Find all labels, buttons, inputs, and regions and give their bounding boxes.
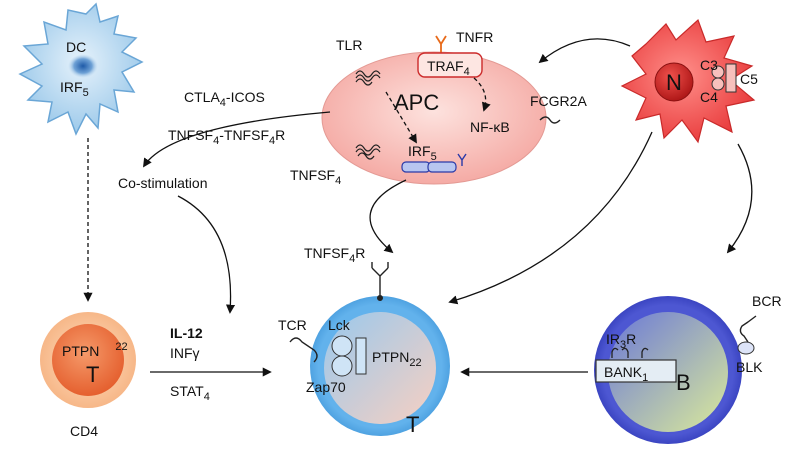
- traf4-to-nfkb-arrow: [473, 77, 491, 112]
- il12-label: IL-12: [170, 325, 203, 341]
- c5-box: [725, 63, 737, 93]
- cd4-label: CD4: [70, 423, 98, 439]
- fcgr2a-label: FCGR2A: [530, 93, 587, 109]
- dendritic-cell: DC IRF5: [18, 2, 144, 136]
- ir3r-receptor-icon: [611, 347, 649, 358]
- blk-label: BLK: [736, 359, 763, 375]
- tnfr-label: TNFR: [456, 29, 493, 45]
- apc-to-costim-arrow: [143, 111, 331, 168]
- apc-to-tcell-arrow: [369, 179, 407, 254]
- c4-circle: [711, 77, 725, 91]
- zap70-label: Zap70: [306, 379, 346, 395]
- traf4-label: TRAF4: [427, 58, 470, 78]
- ir3r-label: IR3R: [606, 331, 636, 351]
- ctla4-icos-label: CTLA4-ICOS: [184, 89, 265, 109]
- neutrophil-to-tcell-arrow: [448, 131, 653, 305]
- lck-label: Lck: [328, 317, 351, 333]
- cd4-t-letter: T: [86, 362, 99, 387]
- tlr-receptor-icon: [355, 70, 381, 86]
- tnfsf4-tnfsf4r-label: TNFSF4-TNFSF4R: [168, 127, 285, 147]
- dendritic-cell-nucleus: [68, 54, 98, 78]
- neutrophil-label: N: [666, 70, 682, 95]
- neutrophil-nucleus: [654, 62, 694, 102]
- t-cell-inner: [324, 312, 436, 424]
- t-cell: T TNFSF4R TCR Lck Zap70 PTPN22: [278, 245, 450, 437]
- zap70-circle: [331, 355, 353, 377]
- apc-irf5-label: IRF5: [408, 143, 437, 163]
- bank1-box: [595, 359, 677, 383]
- irf5-dimer-right: [427, 161, 457, 173]
- tlr-to-irf5-arrow: [385, 91, 417, 144]
- cd4-cell-inner: [52, 324, 124, 396]
- tlr-label: TLR: [336, 37, 362, 53]
- tnfsf4r-receptor-icon: [371, 262, 389, 296]
- stat4-label: STAT4: [170, 383, 210, 403]
- dc-label: DC: [66, 39, 86, 55]
- b-cell-letter: B: [676, 370, 691, 395]
- c5-label: C5: [740, 71, 758, 87]
- tnfsf4r-anchor: [377, 295, 383, 301]
- fcgr2a-receptor-icon: [539, 116, 561, 124]
- c3-label: C3: [700, 57, 718, 73]
- tnfsf4-label: TNFSF4: [290, 167, 341, 187]
- b-cell: B BCR BLK IR3R BANK1: [594, 293, 782, 444]
- blk-ellipse: [737, 341, 755, 355]
- bcr-label: BCR: [752, 293, 782, 309]
- tcell-ptpn22-label: PTPN22: [372, 349, 422, 369]
- t-cell-letter: T: [406, 412, 419, 437]
- tnfsf4-receptor-icon: [355, 144, 381, 160]
- apc-cell: APC TLR TNFR TRAF4 NF-κB IRF5 FCGR2A TNF…: [290, 29, 587, 187]
- tnfsf4r-label: TNFSF4R: [304, 245, 365, 265]
- infg-label: INFγ: [170, 345, 200, 361]
- co-stimulation-label: Co-stimulation: [118, 175, 207, 191]
- bcr-receptor-icon: [739, 315, 757, 343]
- costim-to-signals-arrow: [177, 195, 236, 314]
- c4-label: C4: [700, 89, 718, 105]
- neutrophil-to-apc-arrow: [538, 38, 631, 64]
- irf5-y-icon: [457, 153, 467, 166]
- irf5-dimer-left: [401, 161, 431, 173]
- lck-circle: [331, 335, 353, 357]
- apc-body: [321, 51, 547, 185]
- ptpn22-box: [355, 337, 367, 375]
- neutrophil-to-bcell-arrow: [726, 143, 753, 254]
- dc-irf5-label: IRF5: [60, 79, 89, 99]
- tcr-receptor-icon: [289, 337, 318, 363]
- nfkb-label: NF-κB: [470, 119, 510, 135]
- neutrophil-cell: N C3 C4 C5: [620, 18, 758, 144]
- apc-label: APC: [394, 90, 439, 115]
- traf4-box: [417, 52, 483, 78]
- bank1-label: BANK1: [604, 364, 648, 384]
- tcr-label: TCR: [278, 317, 307, 333]
- tnfr-receptor-icon: [435, 35, 447, 54]
